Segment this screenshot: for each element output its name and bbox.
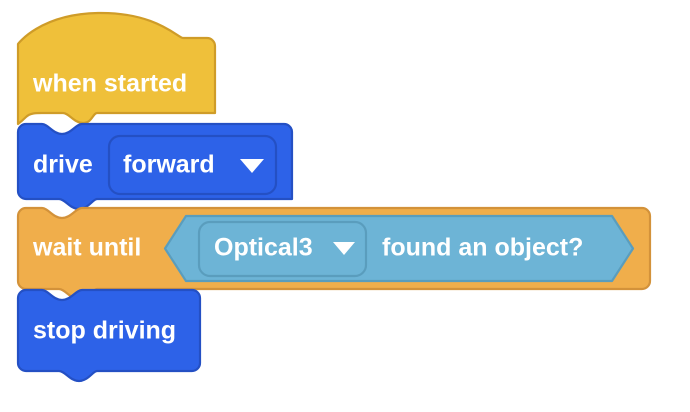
block-when-started[interactable]: when started bbox=[16, 11, 217, 126]
direction-dropdown-bg[interactable] bbox=[107, 134, 278, 196]
stop-driving-label: stop driving bbox=[33, 317, 176, 345]
chevron-down-icon[interactable] bbox=[333, 242, 355, 255]
sensor-dropdown-value: Optical3 bbox=[214, 234, 313, 262]
when-started-label: when started bbox=[32, 70, 187, 98]
boolean-condition-label: found an object? bbox=[382, 234, 583, 262]
direction-dropdown-value: forward bbox=[123, 151, 215, 179]
wait-until-label: wait until bbox=[32, 234, 141, 262]
sensor-dropdown-bg[interactable] bbox=[197, 220, 368, 278]
stop-driving-shape[interactable] bbox=[16, 288, 202, 383]
when-started-shape[interactable] bbox=[16, 11, 217, 126]
direction-dropdown[interactable]: forward bbox=[107, 134, 278, 196]
block-drive-forward[interactable]: drive forward bbox=[16, 122, 294, 211]
boolean-optical-found-object[interactable]: Optical3 found an object? bbox=[163, 214, 635, 283]
sensor-dropdown[interactable]: Optical3 bbox=[197, 220, 368, 278]
drive-label: drive bbox=[33, 151, 93, 179]
block-wait-until[interactable]: wait until Optical3 found an object? bbox=[16, 206, 652, 301]
block-stop-driving[interactable]: stop driving bbox=[16, 288, 202, 383]
chevron-down-icon[interactable] bbox=[240, 159, 264, 173]
